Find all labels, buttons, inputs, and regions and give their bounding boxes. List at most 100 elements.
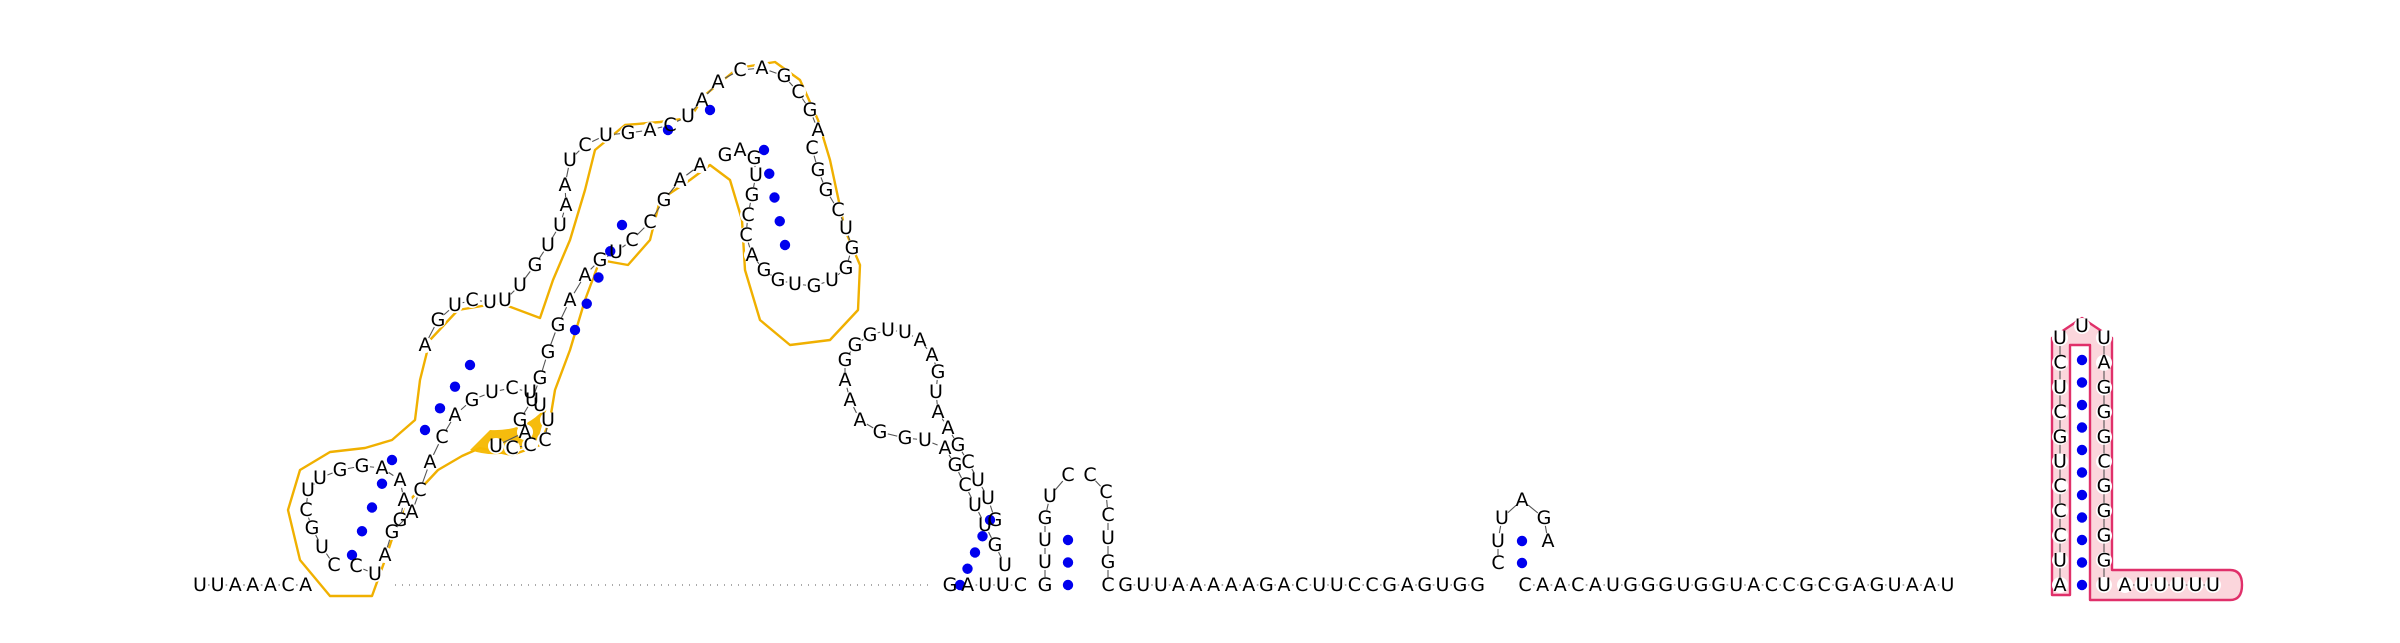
nucleotide-halo	[2052, 527, 2068, 544]
upper-hairpin-nt: G	[747, 147, 762, 169]
nucleotide-halo	[732, 62, 748, 78]
nucleotide-halo	[740, 207, 756, 223]
nucleotide-halo	[1605, 577, 1621, 593]
nucleotide-halo	[1552, 577, 1569, 593]
nucleotide-halo	[1710, 577, 1727, 593]
hairpin3-nt: U	[1043, 485, 1057, 507]
nucleotide-halo	[577, 137, 593, 153]
five-prime-tail-nt: A	[264, 574, 277, 596]
hairpin4-nt: C	[1491, 552, 1504, 574]
nucleotide-halo	[842, 392, 858, 408]
stem-nt: U	[368, 563, 382, 585]
base-pair-dot	[1516, 535, 1528, 547]
bottom-mid-nt: A	[1242, 574, 1255, 596]
nucleotide-halo	[1100, 554, 1116, 570]
upper-hairpin-nt: A	[734, 139, 747, 161]
hairpin1-nt: G	[305, 517, 320, 539]
multiloop-nt: A	[756, 57, 769, 79]
multiloop-nt: U	[681, 105, 695, 127]
multiloop-nt: U	[513, 274, 527, 296]
terminator-stem-nt: U	[2053, 327, 2067, 349]
upper-stem-nt: G	[513, 409, 528, 431]
nucleotide-halo	[192, 577, 208, 593]
hairpin2-nt: A	[839, 369, 852, 391]
base-pair-dot	[779, 239, 791, 251]
base-pair-dot	[2076, 557, 2088, 568]
nucleotide-halo	[2096, 453, 2112, 470]
base-pair-dot	[2076, 422, 2088, 433]
base-pair-dot	[2076, 512, 2088, 523]
bottom-right-nt: C	[1782, 574, 1795, 596]
terminator-tail-nt: U	[2206, 574, 2220, 596]
nucleotide-halo	[837, 352, 853, 368]
terminator-stem-nt: C	[2053, 525, 2066, 547]
nucleotide-halo	[1012, 577, 1029, 593]
terminator-stem-nt: U	[2053, 376, 2067, 398]
hairpin1-nt: U	[301, 479, 315, 501]
hairpin3b-nt: C	[1101, 504, 1114, 526]
nucleotide-halo	[2052, 552, 2068, 569]
bottom-right-nt: A	[1923, 574, 1936, 596]
hairpin2-nt: A	[844, 389, 857, 411]
nucleotide-halo	[1098, 484, 1114, 500]
terminator-stem-nt: U	[2053, 549, 2067, 571]
nucleotide-halo	[738, 227, 754, 243]
upper-stem-nt: G	[541, 341, 556, 363]
base-pair-dot	[1062, 557, 1074, 568]
bottom-right-nt: C	[1518, 574, 1531, 596]
hairpin4-nt: A	[1542, 530, 1555, 552]
nucleotide-halo	[790, 84, 806, 100]
nucleotide-halo	[1869, 577, 1885, 593]
nucleotide-halo	[562, 152, 578, 168]
terminator-stem-nt: U	[2053, 451, 2067, 473]
base-pair-dots	[346, 104, 2088, 591]
upper-hairpin-nt: C	[741, 204, 754, 226]
nucleotide-halo	[540, 412, 556, 428]
nucleotide-halo	[624, 232, 640, 248]
nucleotide-halo	[917, 432, 933, 448]
bottom-mid-nt: C	[1348, 574, 1361, 596]
nucleotide-halo	[244, 577, 261, 593]
nucleotide-halo	[656, 192, 672, 208]
nucleotide-halo	[940, 420, 956, 436]
hairpin1b-nt: U	[541, 409, 555, 431]
upper-hairpin-nt: G	[771, 269, 786, 291]
nucleotide-halo	[1100, 577, 1116, 593]
nucleotide-halo	[447, 297, 463, 313]
nucleotide-halo	[844, 240, 860, 256]
nucleotide-halo	[464, 292, 480, 308]
multiloop-nt: U	[498, 289, 512, 311]
terminator-tail-nt: U	[2171, 574, 2185, 596]
terminator-stem-nt: U	[2097, 327, 2111, 349]
hairpin1b-nt: C	[505, 437, 518, 459]
upper-stem-nt: A	[694, 154, 707, 176]
hairpin3-nt: G	[1038, 507, 1053, 529]
hairpin1b-nt: A	[449, 404, 462, 426]
upper-hairpin-nt: G	[811, 159, 826, 181]
nucleotide-halo	[384, 524, 400, 540]
nucleotide-halo	[1381, 577, 1398, 593]
hairpin1b-nt: C	[523, 434, 536, 456]
hairpin1b-nt: G	[465, 389, 480, 411]
upper-hairpin-nt: G	[757, 259, 772, 281]
nucleotide-halo	[970, 472, 986, 488]
hairpin3b-nt: C	[1101, 574, 1114, 596]
nucleotide-halo	[2096, 379, 2112, 396]
nucleotide-halo	[300, 482, 316, 498]
nucleotide-halo	[2096, 502, 2112, 519]
base-pair-dot	[2076, 354, 2088, 366]
nucleotide-halo	[1346, 577, 1363, 593]
base-pair-dot	[954, 579, 966, 591]
nucleotide-halo	[838, 260, 854, 276]
nucleotide-halo	[1693, 577, 1709, 593]
base-pair-dot	[2076, 467, 2088, 478]
backbone-links	[192, 60, 2221, 593]
base-pair-dot	[464, 359, 476, 371]
nucleotide-halo	[524, 392, 540, 408]
nucleotide-halo	[2096, 478, 2112, 495]
hairpin4-nt: U	[1491, 530, 1505, 552]
terminator-stem-nt: U	[2097, 574, 2111, 596]
nucleotide-halo	[1921, 577, 1938, 593]
multiloop-nt: G	[803, 99, 818, 121]
